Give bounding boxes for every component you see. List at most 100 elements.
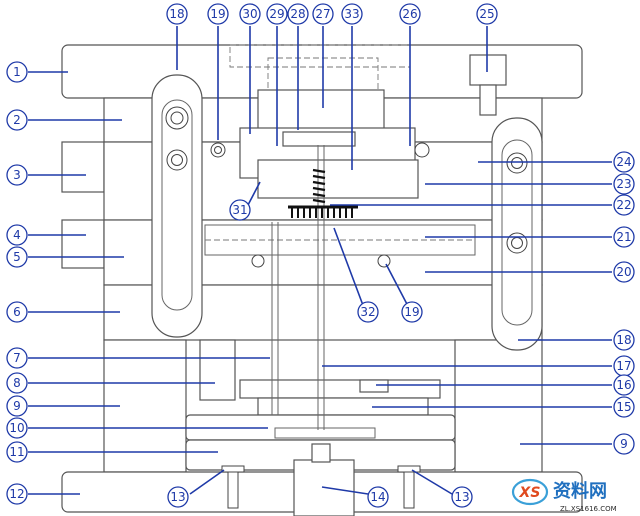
callout-11: 11 [6,441,28,463]
knockout-rod-cap [311,443,331,463]
svg-text:5: 5 [13,250,21,264]
callout-22: 22 [613,194,635,216]
svg-text:2: 2 [13,113,21,127]
svg-text:7: 7 [13,351,21,365]
spring [312,168,326,204]
svg-text:25: 25 [479,7,494,21]
svg-text:24: 24 [616,155,631,169]
svg-text:33: 33 [344,7,359,21]
callout-12: 12 [6,483,28,505]
callout-18-top: 18 [166,3,188,25]
callout-20: 20 [613,261,635,283]
callout-31: 31 [229,199,251,221]
watermark-url: ZL.XS1616.COM [560,505,617,513]
callout-2: 2 [6,109,28,131]
svg-text:12: 12 [9,487,24,501]
callout-16: 16 [613,374,635,396]
svg-text:6: 6 [13,305,21,319]
svg-text:4: 4 [13,228,21,242]
svg-text:13: 13 [170,490,185,504]
svg-text:26: 26 [402,7,417,21]
callout-19-top: 19 [207,3,229,25]
svg-text:19: 19 [404,305,419,319]
core-cavity-lower [257,159,419,199]
screw-19-left [251,254,265,268]
svg-text:13: 13 [454,490,469,504]
svg-text:18: 18 [169,7,184,21]
guide-pin-stem [479,84,497,116]
svg-text:16: 16 [616,378,631,392]
svg-text:14: 14 [370,490,385,504]
callout-9-right: 9 [613,433,635,455]
callout-33: 33 [341,3,363,25]
svg-text:21: 21 [616,230,631,244]
callout-8: 8 [6,372,28,394]
callout-28: 28 [287,3,309,25]
svg-text:3: 3 [13,168,21,182]
svg-text:9: 9 [13,399,21,413]
ejector-pin-cluster [288,205,358,218]
svg-text:18: 18 [616,333,631,347]
callout-5: 5 [6,246,28,268]
block-8 [199,339,236,401]
callout-13-left: 13 [167,486,189,508]
callout-7: 7 [6,347,28,369]
svg-text:19: 19 [210,7,225,21]
core-insert-28 [282,131,356,147]
mold-structure [61,44,583,516]
callout-10: 10 [6,417,28,439]
ejector-retainer-plate [239,379,441,399]
callout-19-mid: 19 [401,301,423,323]
callout-17: 17 [613,355,635,377]
side-block-left-lower [61,219,105,269]
callout-29: 29 [266,3,288,25]
svg-text:29: 29 [269,7,284,21]
bottom-screw-right [397,465,421,509]
callout-15: 15 [613,396,635,418]
svg-text:8: 8 [13,376,21,390]
svg-text:11: 11 [9,445,24,459]
callout-30: 30 [239,3,261,25]
svg-text:30: 30 [242,7,257,21]
callout-21: 21 [613,226,635,248]
callout-27: 27 [312,3,334,25]
side-link-right-slot [501,139,533,326]
watermark-title: 资料网 [553,480,607,502]
leader-lines [28,26,612,495]
svg-text:22: 22 [616,198,631,212]
bottom-screw-left [221,465,245,509]
watermark-logo-icon: XS [511,478,549,506]
spacer-block-right [454,339,543,473]
callout-1: 1 [6,61,28,83]
svg-text:31: 31 [232,203,247,217]
callout-13-right: 13 [451,486,473,508]
callout-14: 14 [367,486,389,508]
callout-25: 25 [476,3,498,25]
ejector-retainer-block [359,379,389,393]
svg-text:23: 23 [616,177,631,191]
svg-text:28: 28 [290,7,305,21]
svg-text:XS: XS [519,485,541,501]
callout-32: 32 [357,301,379,323]
callout-3: 3 [6,164,28,186]
callout-24: 24 [613,151,635,173]
svg-text:20: 20 [616,265,631,279]
side-link-left-slot [161,99,193,311]
callout-23: 23 [613,173,635,195]
callout-18-right: 18 [613,329,635,351]
callout-4: 4 [6,224,28,246]
svg-text:32: 32 [360,305,375,319]
screw-19-right [414,142,430,158]
callout-6: 6 [6,301,28,323]
guide-pin-top [469,54,507,86]
svg-text:27: 27 [315,7,330,21]
side-block-left-upper [61,141,105,193]
svg-text:17: 17 [616,359,631,373]
ejector-plate-inset [274,427,376,439]
svg-text:10: 10 [9,421,24,435]
screw-19-mid [377,254,391,268]
callout-9-left: 9 [6,395,28,417]
svg-text:9: 9 [620,437,628,451]
side-link-left [151,74,203,338]
